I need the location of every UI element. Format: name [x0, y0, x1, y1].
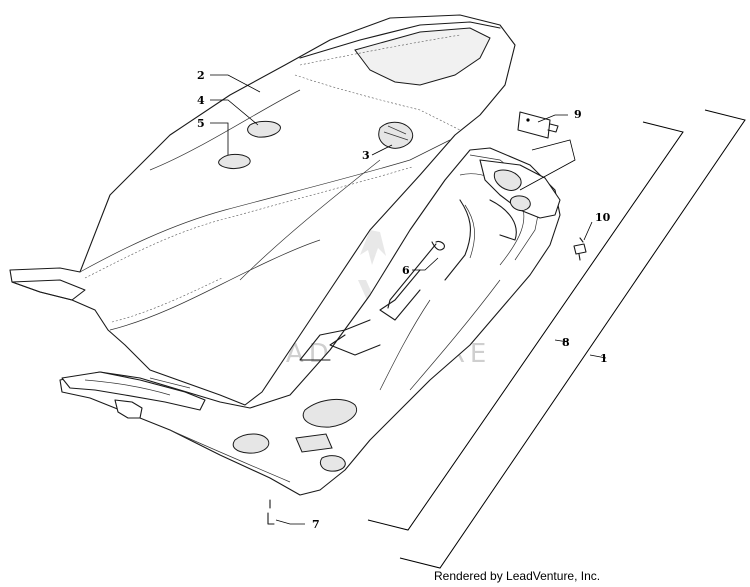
trim-strip-part — [387, 240, 445, 309]
callout-2: 2 — [197, 69, 205, 82]
latch-bracket-part — [517, 111, 559, 139]
seat-cushion — [9, 14, 516, 406]
seat-base — [59, 147, 561, 496]
seat-patch-b — [218, 153, 251, 169]
callout-labels: 2 4 5 3 6 9 10 8 1 7 — [197, 69, 611, 531]
callout-1: 1 — [600, 352, 608, 365]
seat-patch-c — [378, 121, 414, 149]
seat-patch-a — [247, 120, 281, 138]
callout-8: 8 — [562, 336, 570, 349]
callout-7: 7 — [312, 518, 320, 531]
callout-5: 5 — [197, 117, 205, 130]
fastener-part — [573, 237, 587, 261]
assembly-brackets — [367, 109, 746, 569]
clip-part — [267, 499, 275, 525]
callout-10: 10 — [595, 211, 611, 224]
callout-3: 3 — [362, 149, 370, 162]
callout-4: 4 — [197, 94, 205, 107]
callout-9: 9 — [574, 108, 582, 121]
callout-6: 6 — [402, 264, 410, 277]
leader-lines — [210, 74, 593, 525]
render-credit: Rendered by LeadVenture, Inc. — [434, 569, 600, 583]
